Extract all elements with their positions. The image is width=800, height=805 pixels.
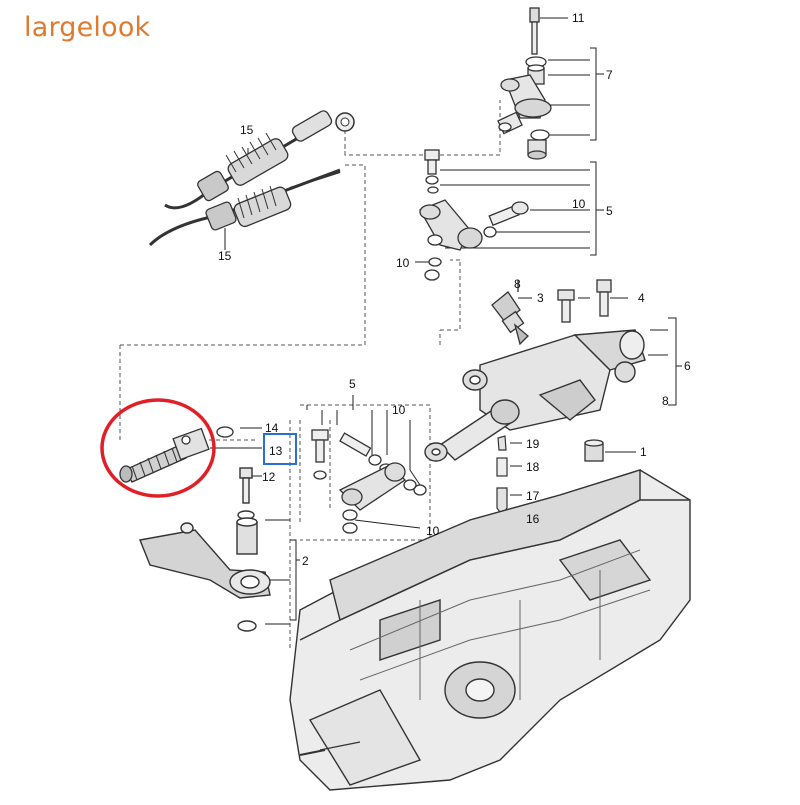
reverse-light-switch [491,280,529,346]
label-13: 13 [269,444,283,458]
label-3: 3 [537,291,544,305]
label-10-lower-top: 10 [392,403,406,417]
shift-cable-lower [148,168,341,247]
label-15-upper: 15 [240,123,254,137]
label-16: 16 [526,512,540,526]
label-5-lower: 5 [349,377,356,391]
selected-part-box [263,433,297,465]
case-ribs [349,549,651,700]
bellows-ribs-upper [225,132,277,173]
label-1: 1 [640,445,647,459]
label-5-top: 5 [606,204,613,218]
label-12: 12 [262,470,276,484]
shift-lever-assembly-middle [419,149,529,281]
gear-selector-housing [424,329,646,462]
label-14: 14 [265,421,279,435]
transmission-housing [289,469,691,791]
label-15-lower: 15 [218,249,232,263]
shift-lever-assembly-lower [311,429,427,534]
label-8-right: 8 [662,394,669,408]
label-19: 19 [526,437,540,451]
brand-watermark: largelook [24,12,151,43]
label-17: 17 [526,489,540,503]
label-18: 18 [526,460,540,474]
label-7: 7 [606,68,613,82]
label-10-top: 10 [572,197,586,211]
label-8-top: 8 [514,277,521,291]
highlight-circle [100,398,216,498]
label-2: 2 [302,554,309,568]
part-1-sleeve [584,439,604,462]
label-10-mid: 10 [396,256,410,270]
bellows-ribs-lower [237,185,277,219]
selector-lever-2 [139,467,271,632]
label-4: 4 [638,291,645,305]
callout-labels: 11 7 15 15 10 5 10 8 3 4 6 8 1 5 10 14 1… [218,11,691,568]
label-10-lower: 10 [426,524,440,538]
label-11: 11 [572,11,585,25]
relay-lever-assembly-top [497,7,552,160]
leader-lines [210,17,682,625]
coil-spring [131,447,178,481]
label-6: 6 [684,359,691,373]
cable-end-part-13 [119,426,234,483]
shift-cable-upper [164,110,355,210]
bolts-3-4 [557,279,612,323]
